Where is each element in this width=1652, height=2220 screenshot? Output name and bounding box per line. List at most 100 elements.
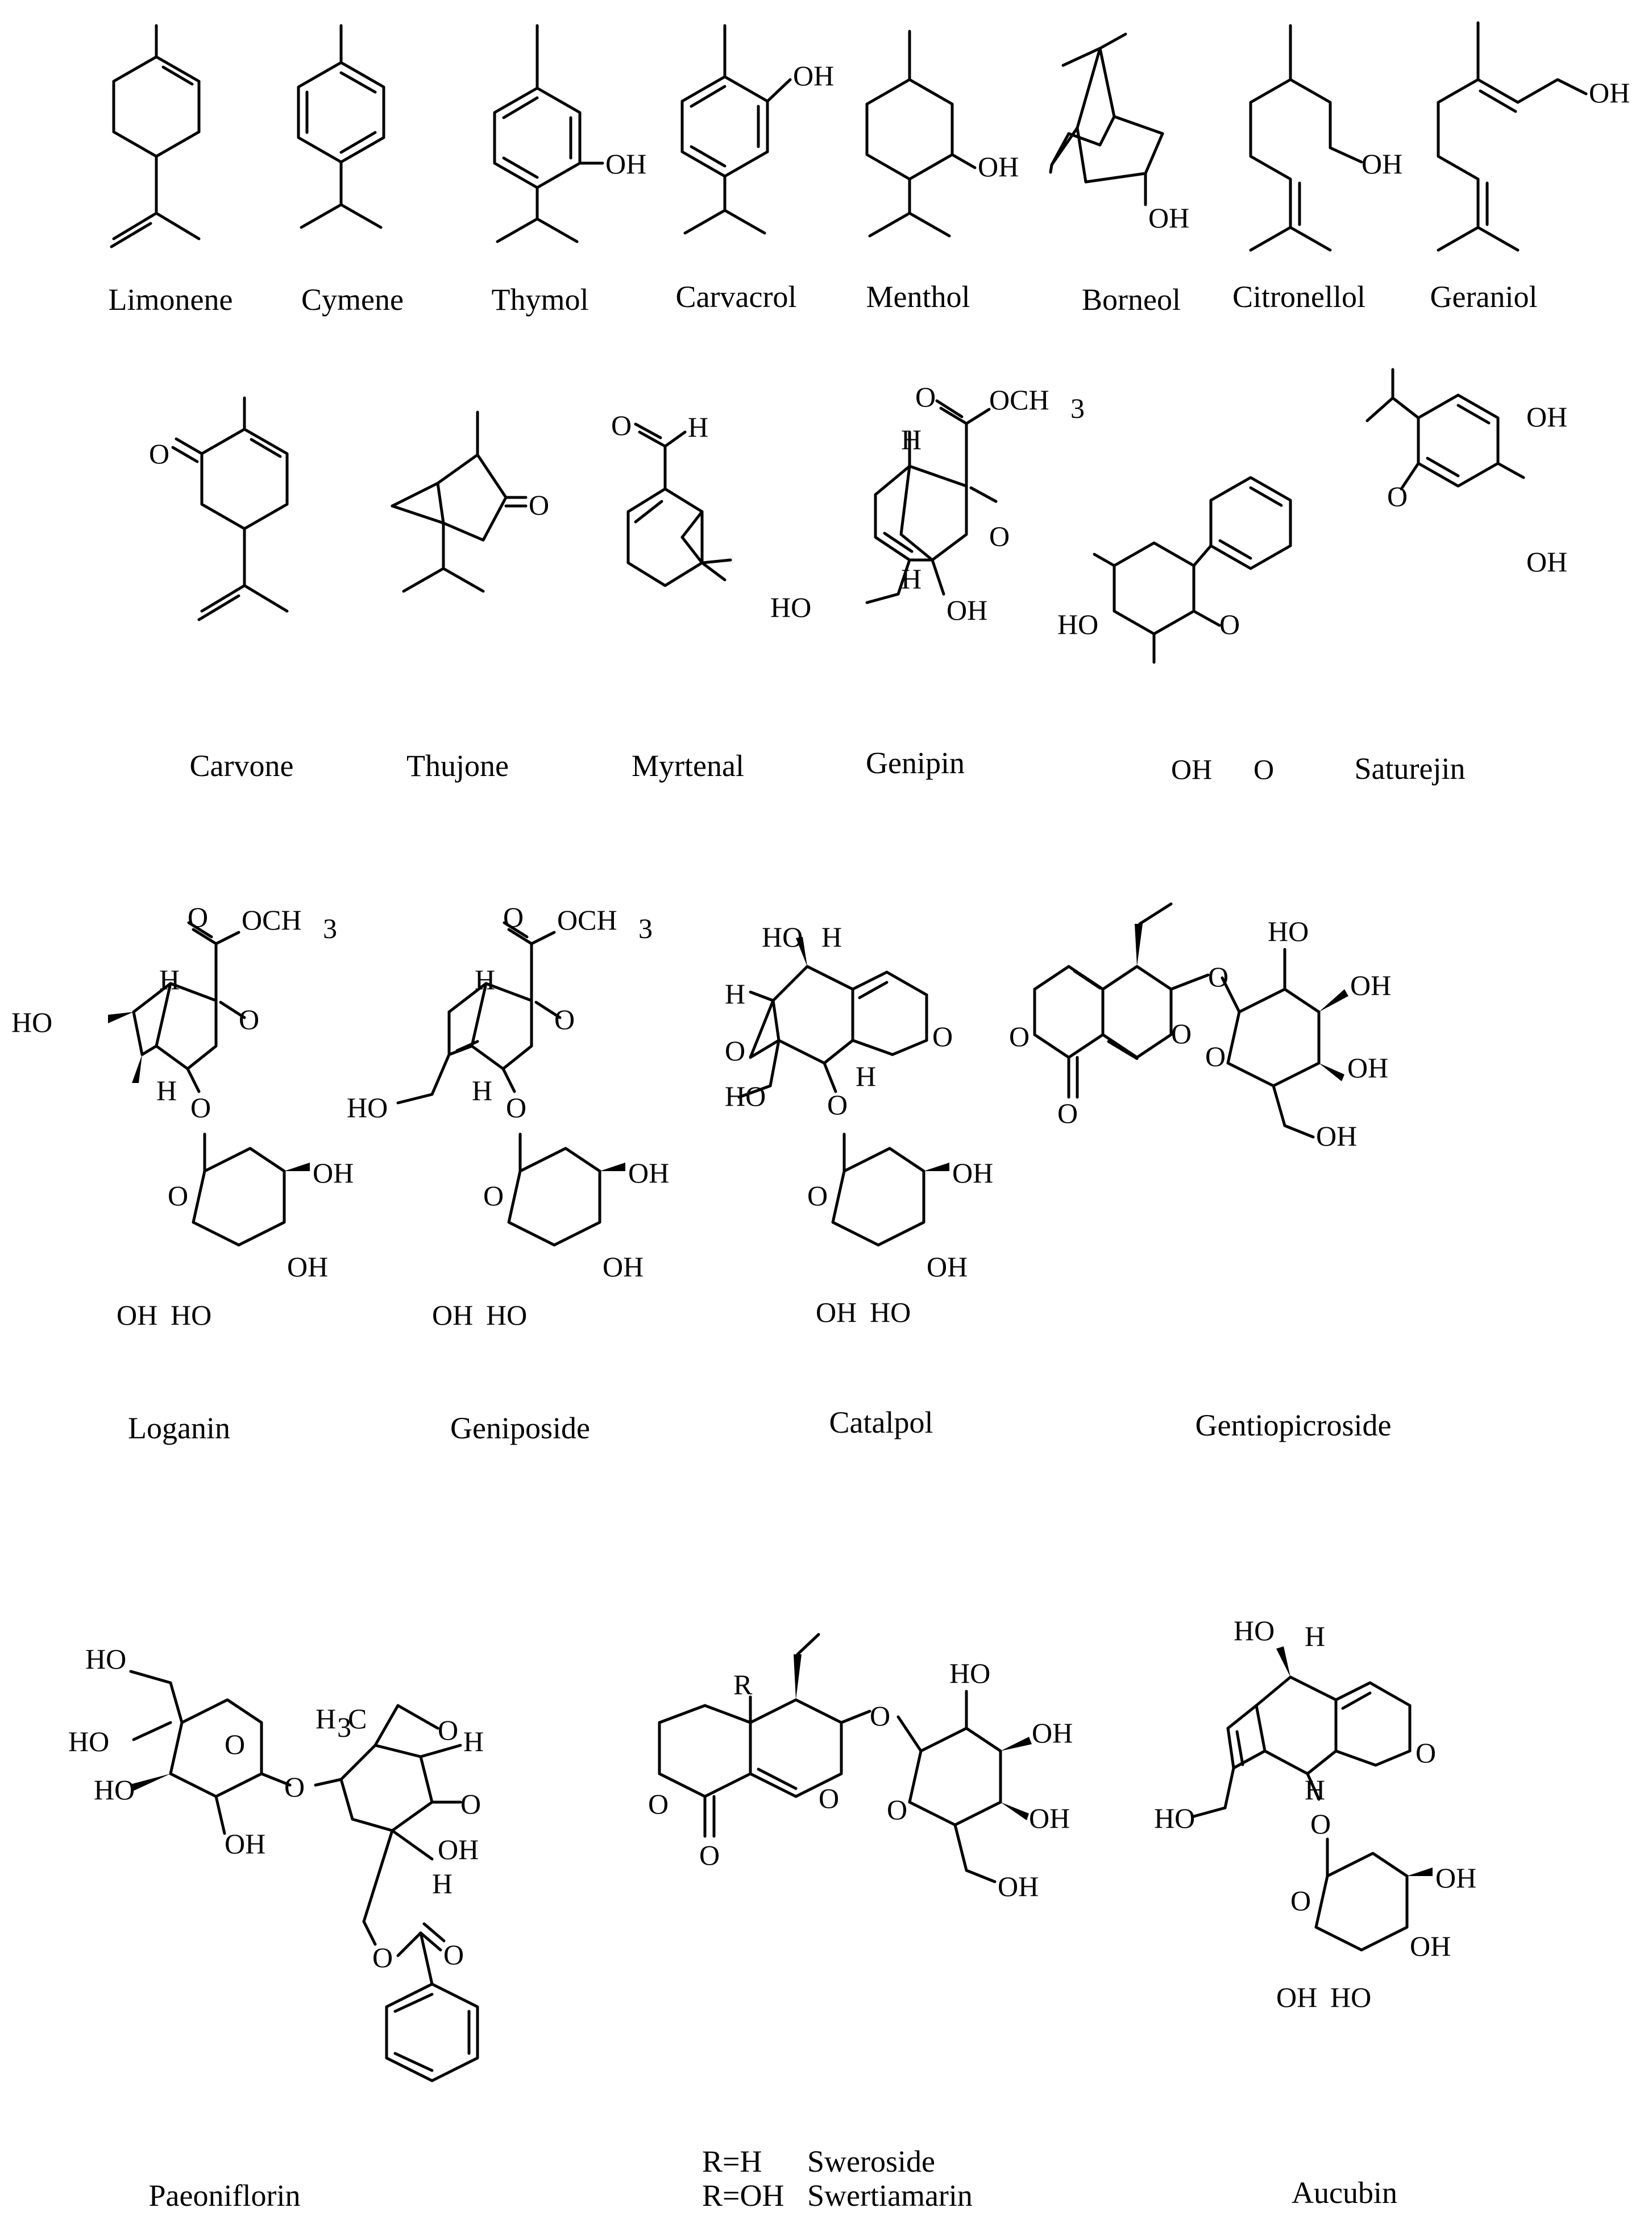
atom-o: O <box>725 1035 745 1067</box>
atom-o: O <box>1290 1885 1311 1916</box>
label-myrtenal: Myrtenal <box>632 749 744 783</box>
atom-ho: HO <box>1057 608 1098 640</box>
legend-swertiamarin: Swertiamarin <box>807 2178 973 2213</box>
atom-o: O <box>168 1180 188 1211</box>
structure-gentiopicroside <box>1033 902 1348 1139</box>
atom-oh: OH <box>1410 1930 1451 1962</box>
structure-aucubin <box>1192 1646 1433 1952</box>
atom-ho: HO <box>486 1299 527 1331</box>
atom-o: O <box>225 1728 245 1760</box>
atom-o: O <box>1219 608 1240 640</box>
label-cymene: Cymene <box>301 283 404 317</box>
label-gentiopicroside: Gentiopicroside <box>1196 1408 1392 1442</box>
atom-oh: OH <box>1350 969 1391 1001</box>
label-thymol: Thymol <box>492 283 589 317</box>
structure-carvone <box>171 396 289 621</box>
structure-paeoniflorin <box>129 1670 479 2082</box>
atom-o: O <box>188 901 208 933</box>
atom-o: O <box>438 1714 458 1746</box>
structure-sweroside <box>658 1633 1032 1883</box>
label-geraniol: Geraniol <box>1430 280 1538 314</box>
atom-ho: HO <box>725 1080 766 1112</box>
structure-menthol <box>865 30 977 238</box>
atom-ho: HO <box>171 1299 211 1331</box>
atom-oh: OH <box>1347 1052 1388 1084</box>
atom-o: O <box>443 1939 464 1970</box>
atom-oh: OH <box>998 1870 1039 1902</box>
atom-oh: OH <box>793 60 834 92</box>
atom-oh: OH <box>1362 148 1402 180</box>
atom-o: O <box>819 1782 839 1814</box>
structure-thymol <box>493 24 604 243</box>
atom-oh: OH <box>1589 77 1630 109</box>
atom-o: O <box>1205 1040 1226 1072</box>
structure-geraniol <box>1437 21 1588 252</box>
label-citronellol: Citronellol <box>1232 280 1365 314</box>
label-menthol: Menthol <box>866 280 970 314</box>
atom-o: O <box>1208 961 1228 993</box>
atom-h3c: H <box>316 1703 336 1734</box>
atom-sub3: 3 <box>337 1711 351 1743</box>
atom-o: O <box>149 438 169 470</box>
structure-citronellol <box>1249 24 1363 252</box>
atom-ho: HO <box>68 1725 109 1757</box>
label-genipin: Genipin <box>866 746 965 780</box>
atom-o: O <box>611 409 632 441</box>
atom-o: O <box>989 520 1010 552</box>
atom-ho: HO <box>1268 915 1309 947</box>
atom-o: O <box>529 489 549 521</box>
atom-oh: OH <box>628 1157 669 1189</box>
structure-genipin <box>865 399 998 604</box>
atom-o: O <box>284 1771 305 1803</box>
atom-h: H <box>901 424 922 455</box>
atom-h: H <box>688 411 708 443</box>
atom-h: H <box>159 964 180 995</box>
atom-o: O <box>239 1003 259 1035</box>
atom-ho: HO <box>85 1643 126 1675</box>
atom-h: H <box>1305 1774 1325 1806</box>
atom-oh: OH <box>1171 753 1212 785</box>
atom-ho: HO <box>762 921 803 953</box>
label-catalpol: Catalpol <box>829 1405 933 1439</box>
atom-o: O <box>887 1794 907 1825</box>
atom-oh: OH <box>952 1157 993 1189</box>
atom-o: O <box>1310 1808 1331 1840</box>
atom-oh: OH <box>1316 1120 1357 1152</box>
atom-och3: OCH <box>557 904 617 936</box>
atom-oh: OH <box>978 151 1019 182</box>
label-saturejin: Saturejin <box>1355 752 1466 786</box>
atom-o: O <box>503 901 524 933</box>
atom-oh: OH <box>313 1157 354 1189</box>
atom-ho: HO <box>870 1296 911 1328</box>
label-loganin: Loganin <box>128 1411 230 1445</box>
atom-oh: OH <box>432 1299 473 1331</box>
atom-h: H <box>821 921 842 953</box>
structure-limonene <box>110 24 201 248</box>
atom-ho: HO <box>11 1006 52 1038</box>
atom-oh: OH <box>603 1251 644 1283</box>
atom-ho: HO <box>1330 1981 1371 2013</box>
atom-oh: OH <box>225 1828 265 1860</box>
label-carvacrol: Carvacrol <box>676 280 797 314</box>
atom-c: C <box>348 1703 367 1734</box>
structure-loganin <box>108 921 310 1247</box>
atom-o: O <box>932 1020 953 1052</box>
legend-sweroside: Sweroside <box>807 2144 935 2178</box>
atom-o: O <box>1171 1018 1192 1049</box>
atom-h: H <box>432 1868 453 1899</box>
atom-oh: OH <box>438 1833 479 1865</box>
label-borneol: Borneol <box>1082 283 1181 317</box>
atom-o: O <box>1009 1020 1030 1052</box>
atom-o: O <box>870 1700 890 1732</box>
atom-o: O <box>827 1089 848 1121</box>
atom-oh: OH <box>1029 1802 1070 1834</box>
atom-o: O <box>807 1180 828 1211</box>
atom-h: H <box>856 1060 876 1092</box>
structure-thujone <box>391 410 528 593</box>
label-paeoniflorin: Paeoniflorin <box>149 2178 301 2213</box>
atom-oh: OH <box>947 594 987 626</box>
atom-o: O <box>372 1941 393 1973</box>
structure-saturejin <box>1093 368 1525 664</box>
atom-och3: OCH <box>989 384 1049 416</box>
structure-myrtenal <box>626 422 732 587</box>
